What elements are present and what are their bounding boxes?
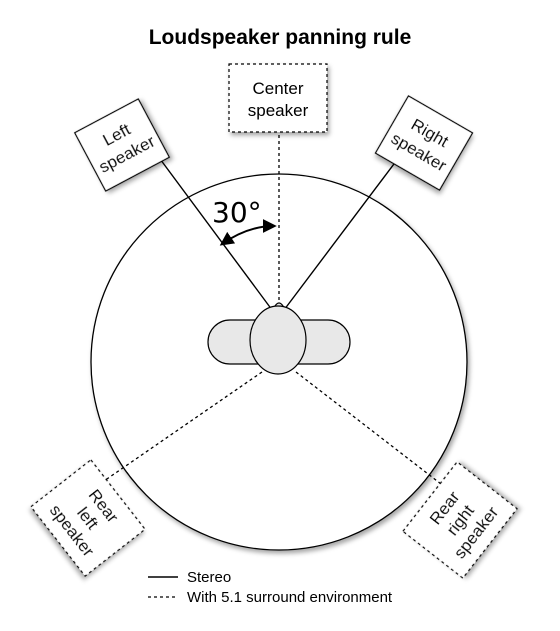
legend-surround-label: With 5.1 surround environment	[187, 589, 393, 606]
speaker-center: Center speaker	[228, 63, 328, 133]
surround-line-rear-left	[87, 371, 263, 493]
speaker-rear-left: Rear left speaker	[30, 459, 146, 577]
speaker-center-line-1: Center	[252, 79, 303, 98]
stereo-line-left	[145, 139, 279, 319]
speaker-center-box	[228, 63, 328, 133]
speaker-rear-left-box	[30, 459, 146, 577]
diagram-title: Loudspeaker panning rule	[149, 26, 412, 49]
speaker-right: Right speaker	[374, 95, 474, 191]
speaker-right-box	[374, 95, 474, 191]
legend: Stereo With 5.1 surround environment	[148, 569, 393, 606]
angle-label: 30°	[212, 196, 262, 229]
listener-face	[249, 305, 307, 375]
stereo-line-right	[277, 139, 413, 319]
speaker-center-line-2: speaker	[248, 101, 309, 120]
legend-stereo-label: Stereo	[187, 569, 231, 586]
speaker-left: Left speaker	[73, 98, 171, 192]
speaker-left-box	[73, 98, 171, 192]
angle-arc	[219, 219, 277, 246]
listener-head	[207, 302, 351, 375]
